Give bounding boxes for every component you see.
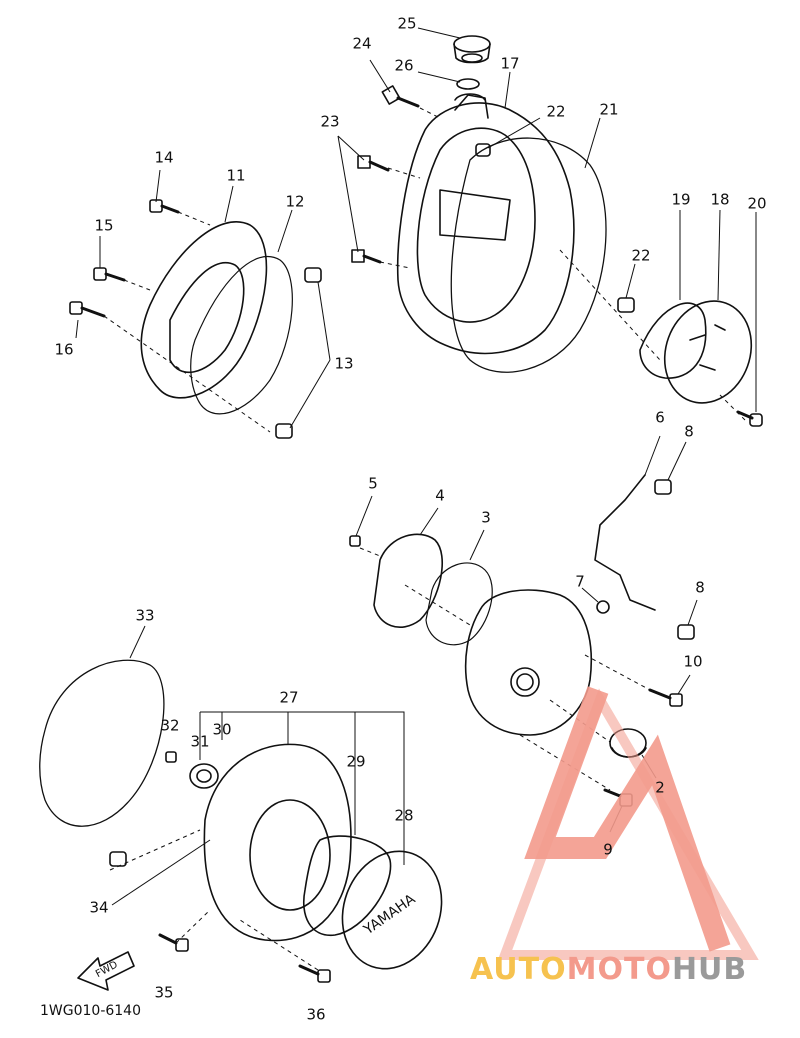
crankcase-cover: [396, 93, 575, 355]
brand-part-2: MOTO: [566, 952, 672, 987]
dowel-pin: [617, 297, 635, 313]
callout-c23: 23: [320, 112, 340, 131]
callout-c19: 19: [671, 190, 691, 209]
diagram-code: 1WG010-6140: [40, 1003, 142, 1019]
callout-c6: 6: [655, 408, 665, 427]
callout-c22a: 22: [546, 102, 566, 121]
callout-c24: 24: [352, 34, 372, 53]
dowel-pin: [677, 624, 695, 640]
cover-cap: [341, 850, 443, 970]
brand-part-1: AUTO: [470, 952, 567, 987]
o-ring: [456, 78, 480, 90]
generator-gasket: [39, 659, 165, 827]
cover-bolt: [351, 249, 382, 264]
callout-c8a: 8: [684, 422, 694, 441]
callout-c9: 9: [603, 840, 613, 859]
watermark-brand: AUTOMOTOHUB: [470, 952, 747, 987]
bolt: [149, 199, 180, 214]
callout-c16: 16: [54, 340, 74, 359]
bolt: [69, 301, 106, 318]
callout-c30: 30: [212, 720, 232, 739]
callout-c36: 36: [306, 1005, 326, 1024]
callout-c33: 33: [135, 606, 155, 625]
callout-c35: 35: [154, 983, 174, 1002]
bolt: [648, 688, 683, 707]
bolt: [349, 535, 361, 547]
callout-c14: 14: [154, 148, 174, 167]
callout-c18: 18: [710, 190, 730, 209]
dowel-pin: [109, 851, 127, 867]
callout-c8b: 8: [695, 578, 705, 597]
seal: [189, 763, 219, 789]
bolt: [165, 751, 177, 763]
callout-c10: 10: [683, 652, 703, 671]
callout-c11: 11: [226, 166, 246, 185]
dowel-pin: [304, 267, 322, 283]
forward-arrow-icon: [77, 951, 135, 991]
callout-c15: 15: [94, 216, 114, 235]
callout-c27: 27: [279, 688, 299, 707]
callout-c12: 12: [285, 192, 305, 211]
plate: [639, 302, 707, 379]
callout-c34: 34: [89, 898, 109, 917]
brand-part-3: HUB: [671, 952, 748, 987]
bolt: [158, 933, 189, 952]
case-housing: [464, 589, 593, 736]
callout-c25: 25: [397, 14, 417, 33]
gasket-3: [425, 562, 493, 646]
watermark-logo-icon: [497, 686, 759, 960]
screw: [736, 410, 763, 427]
cover-4: [373, 533, 443, 629]
callout-c17: 17: [500, 54, 520, 73]
cover-o-ring: [303, 835, 392, 936]
cover-gasket: [450, 137, 607, 373]
dowel-pin: [275, 423, 293, 439]
callout-c20: 20: [747, 194, 767, 213]
callout-c31: 31: [190, 732, 210, 751]
left-gasket: [190, 255, 293, 415]
cover-logo-text: YAMAHA: [360, 891, 419, 939]
left-cover: [140, 221, 268, 399]
callout-c28: 28: [394, 806, 414, 825]
cover-disc: [663, 300, 753, 404]
pipe-6: [594, 474, 656, 611]
dowel-pin: [654, 479, 672, 495]
callout-c2: 2: [655, 778, 665, 797]
callout-c29: 29: [346, 752, 366, 771]
callout-c4: 4: [435, 486, 445, 505]
callout-c26: 26: [394, 56, 414, 75]
fwd-label: FWD: [94, 959, 120, 980]
cover-bolt: [357, 155, 390, 172]
callout-c13: 13: [334, 354, 354, 373]
bolt: [93, 267, 126, 282]
dowel-pin: [475, 143, 491, 157]
callout-c21: 21: [599, 100, 619, 119]
callout-c7: 7: [575, 572, 585, 591]
washer: [596, 600, 610, 614]
generator-cover: [203, 743, 352, 942]
callout-c32: 32: [160, 716, 180, 735]
callout-c5: 5: [368, 474, 378, 493]
oil-filler-cap: [453, 35, 491, 64]
bolt: [298, 964, 331, 983]
callout-c22b: 22: [631, 246, 651, 265]
callout-c3: 3: [481, 508, 491, 527]
